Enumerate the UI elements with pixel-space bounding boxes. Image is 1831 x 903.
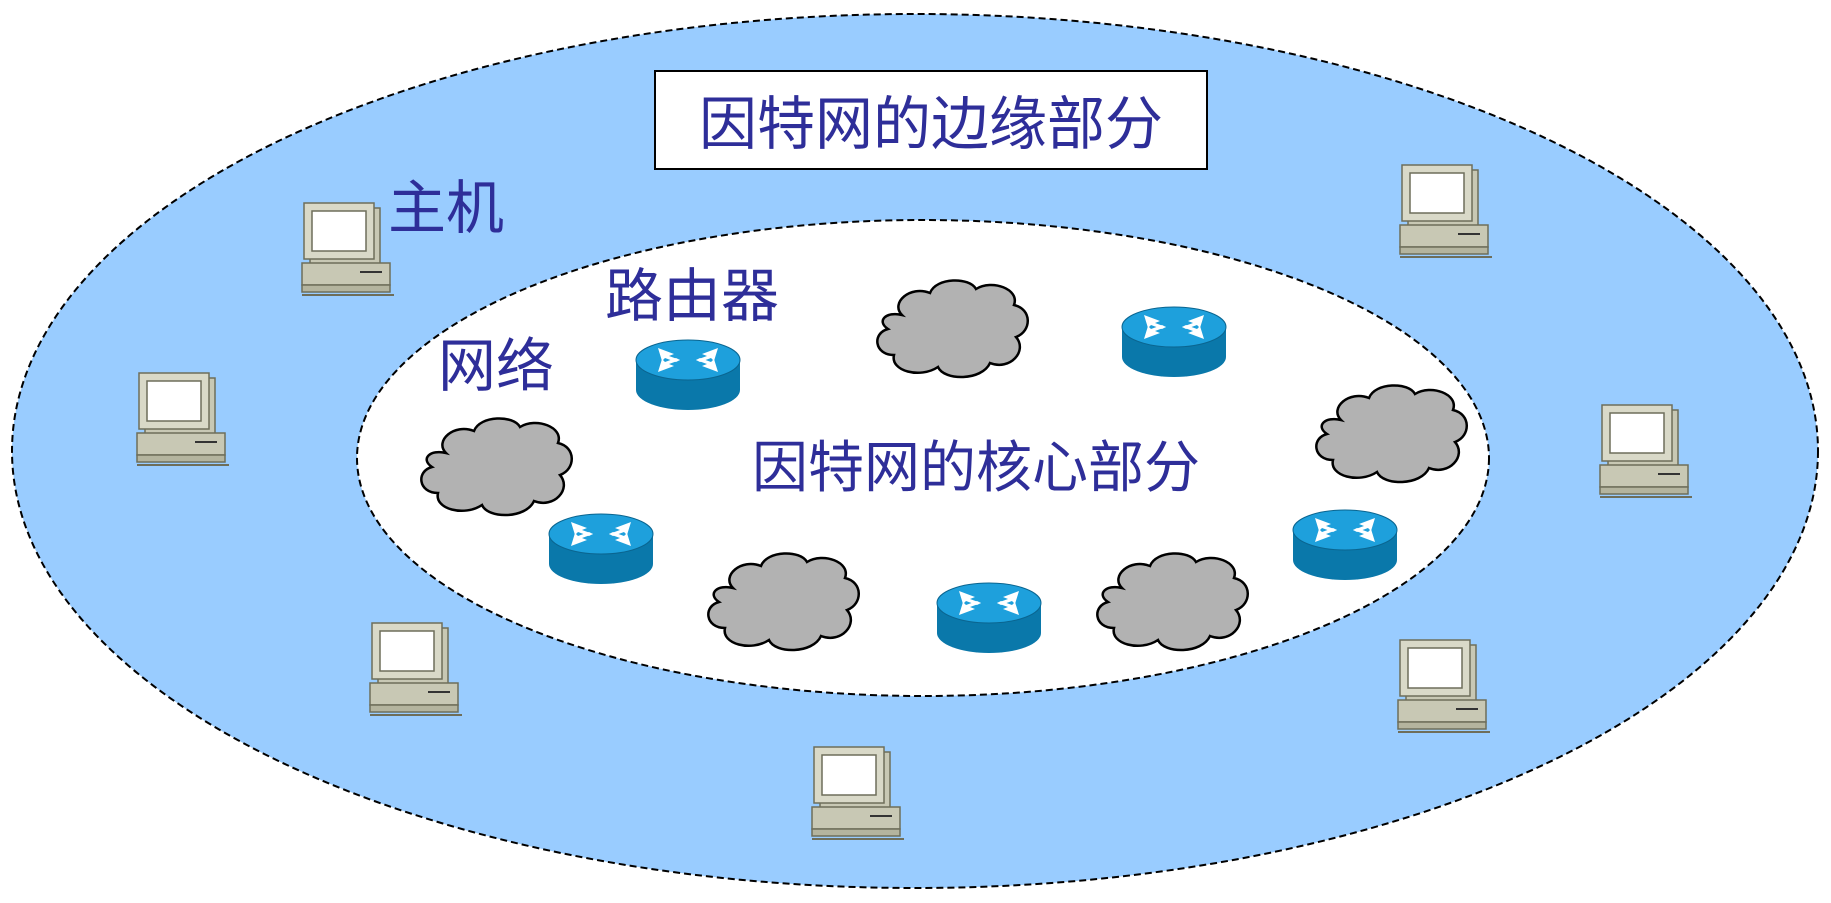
edge-title: 因特网的边缘部分 (699, 90, 1163, 158)
host-label: 主机 (388, 174, 504, 242)
router-icon (936, 582, 1042, 654)
network-label: 网络 (438, 332, 554, 400)
router-icon (1121, 306, 1227, 378)
router-label: 路由器 (605, 262, 779, 330)
computer-icon (136, 372, 230, 466)
computer-icon (811, 746, 905, 840)
core-title: 因特网的核心部分 (752, 436, 1200, 501)
router-icon (635, 339, 741, 411)
computer-icon (1399, 164, 1493, 258)
edge-title-box (654, 70, 1208, 170)
computer-icon (1599, 404, 1693, 498)
router-icon (548, 513, 654, 585)
computer-icon (369, 622, 463, 716)
computer-icon (1397, 639, 1491, 733)
router-icon (1292, 509, 1398, 581)
computer-icon (301, 202, 395, 296)
